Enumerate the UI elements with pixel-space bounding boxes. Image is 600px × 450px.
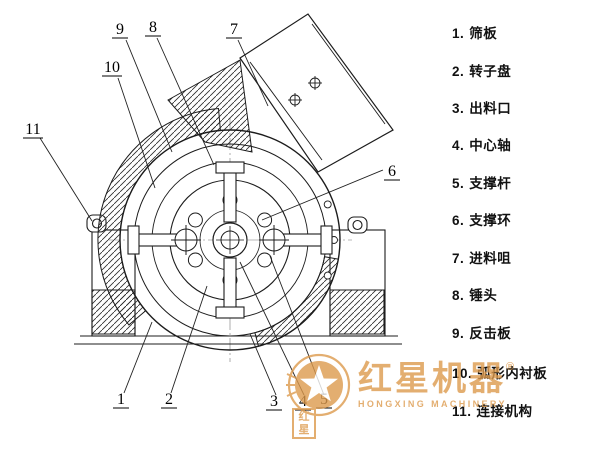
legend-num: 3.	[452, 101, 465, 116]
legend-num: 6.	[452, 213, 465, 228]
legend-label: 弧形内衬板	[477, 366, 548, 381]
legend-label: 中心轴	[469, 138, 512, 153]
hammers	[127, 161, 333, 319]
screen-plate-band	[254, 256, 339, 347]
legend-item-8: 8. 锤头	[452, 284, 497, 304]
legend-num: 9.	[452, 326, 465, 341]
callout-11: 11	[25, 121, 40, 138]
callout-8: 8	[149, 19, 157, 36]
callout-6: 6	[388, 163, 396, 180]
legend-item-10: 10. 弧形内衬板	[452, 362, 547, 382]
legend-item-2: 2. 转子盘	[452, 60, 511, 80]
legend-num: 7.	[452, 251, 465, 266]
legend-num: 4.	[452, 138, 465, 153]
callout-1: 1	[117, 391, 125, 408]
callout-4: 4	[299, 393, 307, 410]
legend-label: 锤头	[469, 288, 498, 303]
callout-5: 5	[320, 391, 328, 408]
legend-label: 支撑环	[469, 213, 512, 228]
legend-num: 8.	[452, 288, 465, 303]
legend-item-5: 5. 支撑杆	[452, 172, 511, 192]
center-shaft	[212, 222, 248, 258]
legend-label: 转子盘	[469, 64, 512, 79]
legend-label: 筛板	[469, 26, 498, 41]
legend-label: 反击板	[469, 326, 512, 341]
chute-wall-hatch	[167, 59, 253, 153]
callout-3: 3	[270, 393, 278, 410]
legend-num: 1.	[452, 26, 465, 41]
legend-num: 5.	[452, 176, 465, 191]
legend-label: 进料咀	[469, 251, 512, 266]
callout-7: 7	[230, 21, 238, 38]
callout-10: 10	[104, 59, 120, 76]
legend-item-6: 6. 支撑环	[452, 209, 511, 229]
legend-item-4: 4. 中心轴	[452, 134, 511, 154]
base-frame	[74, 229, 402, 345]
legend-item-1: 1. 筛板	[452, 22, 497, 42]
legend-label: 支撑杆	[469, 176, 512, 191]
legend-num: 2.	[452, 64, 465, 79]
legend-num: 11.	[452, 404, 472, 419]
callout-9: 9	[116, 21, 124, 38]
feed-chute	[239, 13, 394, 173]
legend-item-7: 7. 进料咀	[452, 247, 511, 267]
parts-legend: 1. 筛板 2. 转子盘 3. 出料口 4. 中心轴 5. 支撑杆 6. 支撑环 7. 进料咀…	[450, 0, 600, 450]
legend-item-9: 9. 反击板	[452, 322, 511, 342]
chute-bolt	[288, 76, 322, 107]
legend-num: 10.	[452, 366, 473, 381]
hammer-pivots	[171, 225, 289, 255]
legend-item-3: 3. 出料口	[452, 97, 511, 117]
legend-item-11: 11. 连接机构	[452, 400, 533, 420]
legend-label: 出料口	[469, 101, 512, 116]
legend-label: 连接机构	[476, 404, 533, 419]
callout-2: 2	[165, 391, 173, 408]
